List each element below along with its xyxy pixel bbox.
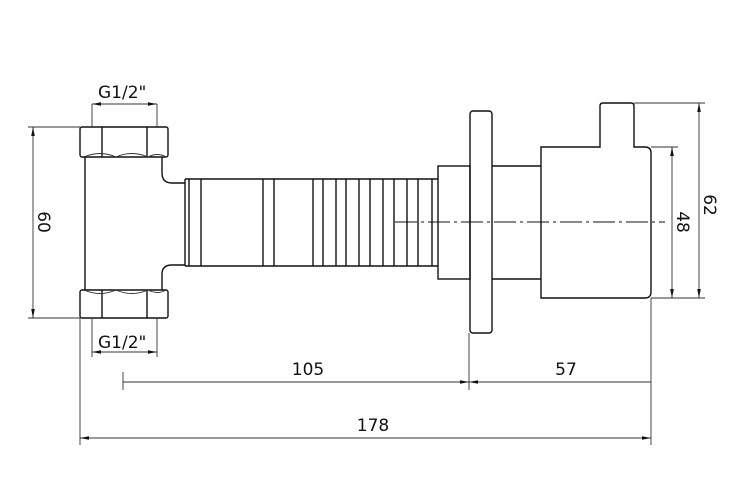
valve-body: [79, 102, 665, 334]
dimension-lines: [28, 102, 705, 445]
thread-label-top: G1/2": [98, 83, 146, 103]
dim-length-178: 178: [357, 416, 389, 436]
dim-length-57: 57: [555, 360, 577, 380]
dim-handle-48: 48: [672, 211, 692, 233]
dim-height-60: 60: [33, 211, 53, 233]
dim-handle-62: 62: [699, 194, 719, 216]
thread-label-bottom: G1/2": [98, 333, 146, 353]
dim-length-105: 105: [292, 360, 324, 380]
